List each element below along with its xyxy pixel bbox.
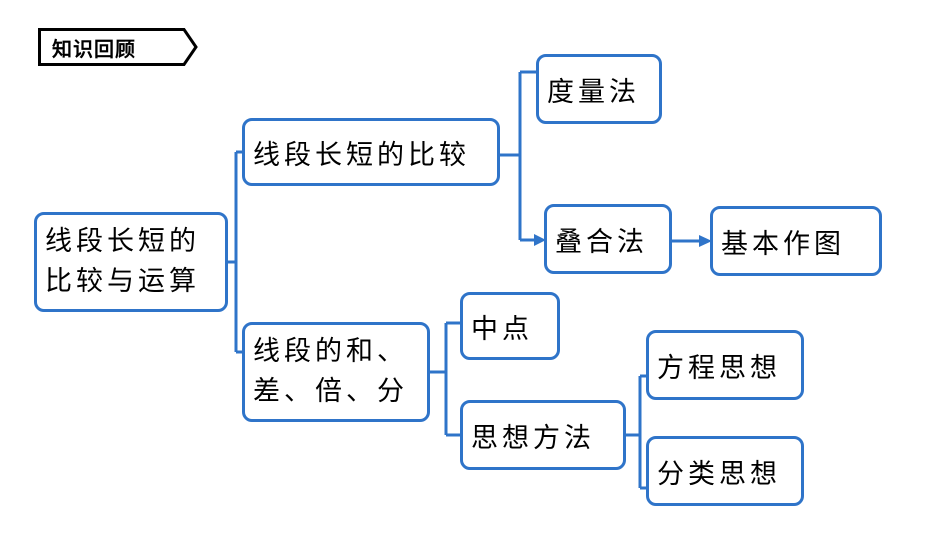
node-operations-line2: 差、倍、分 [253,376,408,407]
section-tag: 知识回顾 [38,28,198,66]
node-root: 线段长短的 比较与运算 [34,212,228,312]
tag-arrow-shape [38,28,198,66]
node-classify-label: 分类思想 [657,458,781,490]
connector-thinking [626,374,648,490]
node-equation: 方程思想 [646,330,804,400]
node-thinking-label: 思想方法 [471,422,595,454]
node-overlap-label: 叠合法 [555,226,648,258]
node-operations-line1: 线段的和、 [253,336,408,367]
section-tag-label: 知识回顾 [52,37,136,61]
node-midpoint-label: 中点 [471,313,533,345]
node-root-line1: 线段长短的 [45,226,200,257]
node-compare: 线段长短的比较 [242,118,500,186]
node-operations: 线段的和、 差、倍、分 [242,322,430,422]
node-measure-label: 度量法 [547,76,640,108]
node-root-line2: 比较与运算 [45,266,200,297]
node-thinking: 思想方法 [460,400,626,470]
connector-root [226,150,244,354]
node-compare-label: 线段长短的比较 [253,139,470,171]
node-measure: 度量法 [536,54,662,124]
node-equation-label: 方程思想 [657,352,781,384]
node-midpoint: 中点 [460,292,560,360]
connector-compare [498,70,538,240]
connector-operations [428,321,462,437]
node-classify: 分类思想 [646,436,804,506]
node-construct-label: 基本作图 [721,228,845,260]
node-construct: 基本作图 [710,206,882,276]
arrowhead-overlap [534,234,546,246]
node-overlap: 叠合法 [544,204,672,274]
arrowhead-construct [699,235,712,247]
